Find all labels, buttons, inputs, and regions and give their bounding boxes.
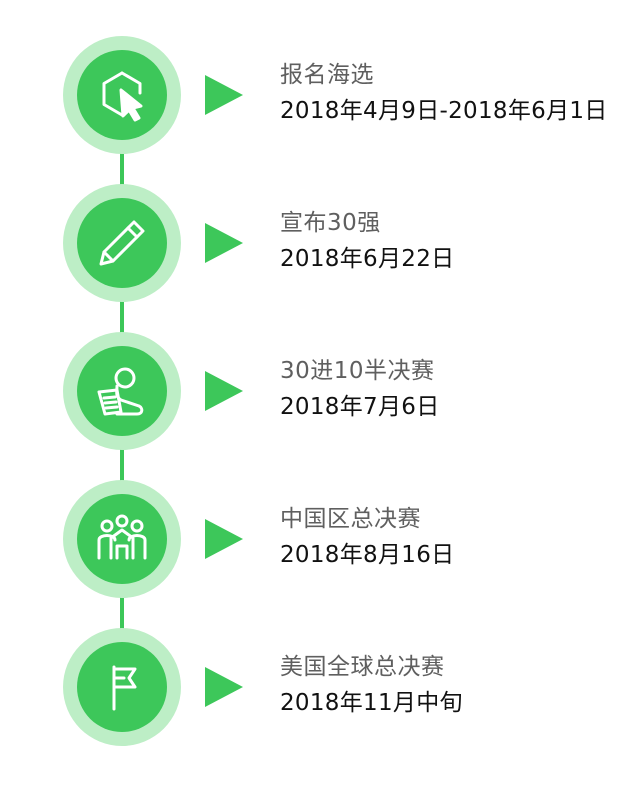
- step-title: 中国区总决赛: [280, 506, 421, 532]
- step-date: 2018年7月6日: [280, 394, 440, 420]
- step-icon-disc: [77, 198, 167, 288]
- step-icon-disc: [77, 346, 167, 436]
- timeline-connector: [120, 436, 124, 486]
- timeline-step: 宣布30强 2018年6月22日: [0, 181, 630, 302]
- step-arrow: [205, 75, 243, 115]
- step-title: 30进10半决赛: [280, 358, 435, 384]
- step-title: 宣布30强: [280, 210, 381, 236]
- step-arrow: [205, 519, 243, 559]
- timeline-step: 美国全球总决赛 2018年11月中旬: [0, 625, 630, 746]
- step-icon-disc: [77, 494, 167, 584]
- step-arrow: [205, 667, 243, 707]
- timeline-connector: [120, 140, 124, 190]
- timeline-step: 中国区总决赛 2018年8月16日: [0, 477, 630, 598]
- step-date: 2018年6月22日: [280, 246, 455, 272]
- step-icon-disc: [77, 50, 167, 140]
- timeline-step: 30进10半决赛 2018年7月6日: [0, 329, 630, 450]
- timeline-step: 报名海选 2018年4月9日-2018年6月1日: [0, 33, 630, 154]
- step-icon-disc: [77, 642, 167, 732]
- step-date: 2018年11月中旬: [280, 690, 463, 716]
- step-title: 美国全球总决赛: [280, 654, 445, 680]
- step-date: 2018年4月9日-2018年6月1日: [280, 98, 608, 124]
- timeline-connector: [120, 584, 124, 634]
- step-title: 报名海选: [280, 62, 374, 88]
- timeline-connector: [120, 288, 124, 338]
- step-date: 2018年8月16日: [280, 542, 455, 568]
- step-arrow: [205, 223, 243, 263]
- step-arrow: [205, 371, 243, 411]
